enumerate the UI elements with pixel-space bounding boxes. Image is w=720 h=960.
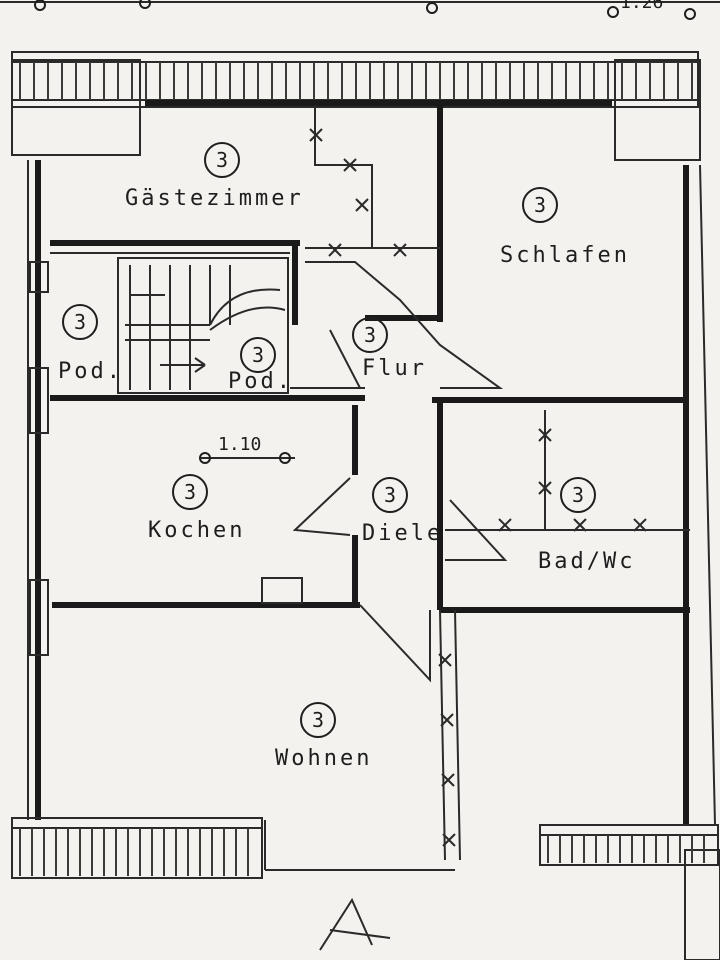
cross-mark — [328, 243, 342, 257]
cross-mark — [498, 518, 512, 532]
top-dimension-label: 1.26 — [620, 0, 663, 13]
room-number-circle — [560, 477, 596, 513]
room-number: 3 — [74, 310, 86, 334]
cross-mark — [438, 653, 452, 667]
room-name-pod2: Pod. — [228, 369, 293, 394]
room-number-circle — [300, 702, 336, 738]
outer-walls — [27, 100, 716, 826]
room-name-schlafen: Schlafen — [500, 243, 630, 268]
room-name-flur: Flur — [362, 356, 427, 381]
cross-mark — [355, 198, 369, 212]
railing-balusters — [19, 62, 693, 100]
room-number: 3 — [216, 148, 228, 172]
kitchen-counter — [261, 577, 303, 604]
section-marker-icon — [319, 897, 391, 951]
room-name-bad: Bad/Wc — [538, 549, 635, 574]
railing-balusters-right — [547, 835, 705, 863]
room-number-circle — [352, 317, 388, 353]
staircase — [117, 257, 289, 394]
room-number: 3 — [312, 708, 324, 732]
railing-balusters-left — [19, 828, 249, 876]
room-number: 3 — [534, 193, 546, 217]
bottom-left-railing — [11, 817, 263, 879]
cross-mark — [538, 481, 552, 495]
door-swings — [290, 261, 508, 683]
room-name-kochen: Kochen — [148, 518, 245, 543]
cross-mark — [538, 428, 552, 442]
room-number-circle — [62, 304, 98, 340]
installation-marks — [309, 128, 647, 847]
room-number: 3 — [364, 323, 376, 347]
cross-mark — [393, 243, 407, 257]
left-balcony-block — [11, 59, 141, 156]
cross-mark — [309, 128, 323, 142]
room-name-diele: Diele — [362, 521, 443, 546]
dimension-marker: 1.10 — [199, 434, 295, 464]
cross-mark — [633, 518, 647, 532]
room-number-circle — [204, 142, 240, 178]
room-number: 3 — [252, 343, 264, 367]
room-number: 3 — [184, 480, 196, 504]
room-number-circle — [172, 474, 208, 510]
cross-mark — [343, 158, 357, 172]
room-number-circle — [240, 337, 276, 373]
room-number: 3 — [572, 483, 584, 507]
room-name-wohnen: Wohnen — [275, 746, 372, 771]
room-name-pod1: Pod. — [58, 359, 123, 384]
cross-mark — [442, 833, 456, 847]
left-windows — [29, 261, 49, 656]
bottom-right-railing — [539, 824, 720, 960]
right-balcony-block — [614, 59, 701, 161]
cross-mark — [441, 773, 455, 787]
room-number: 3 — [384, 483, 396, 507]
cross-mark — [440, 713, 454, 727]
room-number-circle — [372, 477, 408, 513]
dimension-label: 1.10 — [218, 434, 261, 455]
top-dimension-line: 1.26 — [0, 0, 720, 20]
room-name-gaeste: Gästezimmer — [125, 186, 304, 211]
room-number-circle — [522, 187, 558, 223]
cross-mark — [573, 518, 587, 532]
